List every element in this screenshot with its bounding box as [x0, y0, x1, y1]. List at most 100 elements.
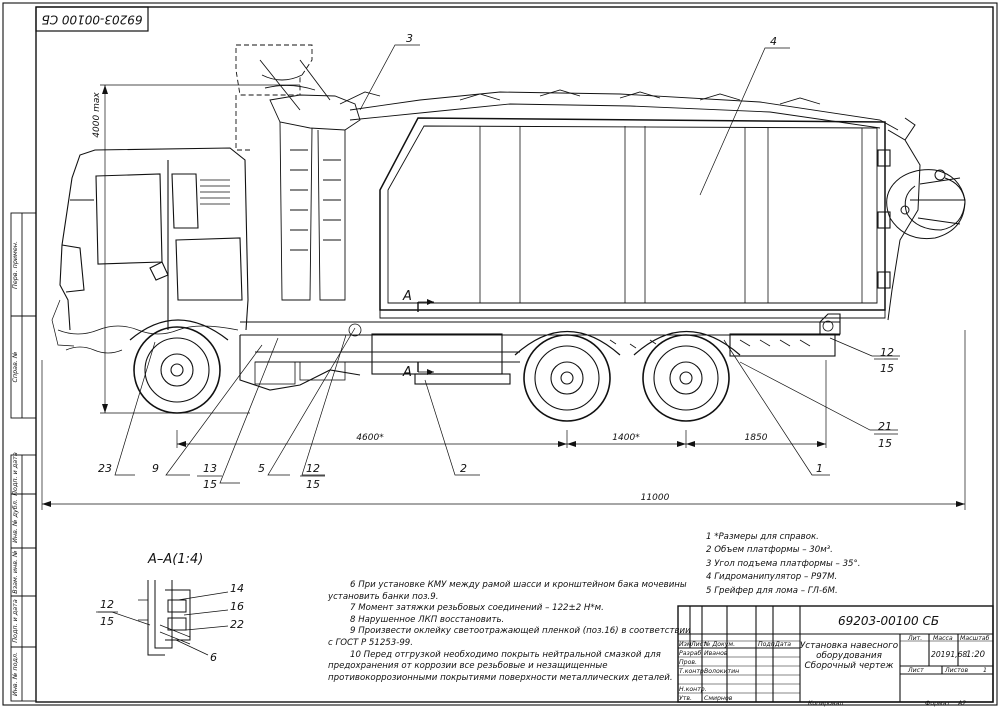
title-name-line3: Сборочный чертеж — [805, 661, 894, 671]
value-masshtab: 1:20 — [966, 650, 985, 660]
section-view-title: А–А(1:4) — [147, 552, 203, 567]
stamp-inv-podl: Инв. № подл. — [11, 652, 19, 696]
hdr-massa: Масса — [933, 635, 953, 642]
section-view-detail — [138, 580, 191, 656]
hdr-podp: Подп. — [758, 641, 777, 648]
under-frame-equipment — [254, 320, 834, 385]
role-utv: Утв. — [679, 695, 692, 702]
dim-height: 4000 max — [92, 92, 102, 138]
spec-list: 1 *Размеры для справок. 2 Объем платформ… — [706, 531, 861, 598]
note-line: противокоррозионными покрытиями поверхно… — [328, 672, 673, 683]
dim-overall-length: 11000 — [641, 493, 670, 503]
title-block-text: 69203-00100 СБ Установка навесного обору… — [679, 614, 990, 707]
callout-1: 1 — [816, 462, 823, 475]
callout-22: 22 — [230, 618, 244, 631]
callout-16: 16 — [230, 600, 244, 613]
note-line: установить банки поз.9. — [328, 591, 439, 602]
hdr-listov: Листов — [944, 667, 968, 674]
stamp-vzam-inv: Взам. инв. № — [11, 550, 19, 594]
hdr-izm: Изм — [679, 641, 692, 648]
section-marks: A A — [402, 289, 434, 380]
section-mark-bottom: A — [402, 365, 412, 380]
value-listov: 1 — [983, 667, 987, 674]
spec-item: 3 Угол подъема платформы – 35°. — [706, 558, 861, 569]
note-line: предохранения от коррозии все резьбовые … — [328, 661, 608, 672]
callout-12b: 12 — [306, 462, 320, 475]
top-number-box: 69203-00100 СБ — [35, 6, 149, 32]
callouts: 3 4 1 2 5 12 15 13 15 9 23 12 15 21 15 — [98, 32, 894, 491]
dim-rear-overhang: 1850 — [745, 433, 768, 443]
note-line: с ГОСТ Р 51253-99. — [328, 637, 414, 648]
grapple — [886, 117, 966, 321]
hdr-masshtab: Масштаб — [960, 634, 990, 642]
note-line: 7 Момент затяжки резьбовых соединений – … — [350, 603, 604, 614]
leader-lines — [114, 44, 900, 484]
hdr-list: Лист — [690, 641, 707, 648]
dim-wheelbase-front: 4600* — [356, 433, 384, 443]
callout-15a: 15 — [880, 362, 894, 375]
format-label: Формат — [925, 700, 950, 707]
side-stamp-labels: Перв. примен. Справ. № Подп. и дата Инв.… — [11, 241, 19, 696]
spec-item: 4 Гидроманипулятор – Р97М. — [706, 572, 838, 583]
stamp-podp-data-2: Подп. и дата — [11, 599, 19, 643]
name-utv: Смирнов — [704, 695, 733, 702]
role-prov: Пров. — [679, 659, 697, 666]
callout-2: 2 — [460, 462, 467, 475]
callout-12c: 12 — [100, 598, 114, 611]
title-name-line2: оборудования — [816, 651, 882, 661]
cab-details — [51, 179, 239, 354]
title-block-frame — [677, 605, 994, 703]
front-wheel — [129, 319, 229, 414]
section-callouts: 14 16 22 12 15 6 — [100, 582, 244, 664]
role-tkontr: Т.контр. — [679, 668, 706, 675]
title-name-line1: Установка навесного — [800, 641, 898, 651]
hdr-lit: Лит. — [907, 635, 922, 642]
callout-15b: 15 — [878, 437, 892, 450]
hdr-data: Дата — [774, 641, 791, 648]
hdr-list2: Лист — [907, 667, 924, 674]
note-line: 10 Перед отгрузкой необходимо покрыть не… — [350, 649, 661, 660]
section-leaders — [98, 591, 229, 656]
stamp-perv-primen: Перв. примен. — [11, 241, 19, 289]
callout-13: 13 — [203, 462, 217, 475]
callout-21: 21 — [878, 420, 892, 433]
rear-wheel-1 — [514, 330, 621, 422]
name-tkontr: Волокитин — [704, 668, 739, 675]
cab — [59, 147, 249, 331]
format-value: А2 — [957, 700, 966, 707]
side-stamp — [10, 212, 37, 702]
callout-12a: 12 — [880, 346, 894, 359]
callout-underlines — [197, 358, 898, 477]
section-view: А–А(1:4) 14 16 22 12 15 6 — [96, 552, 244, 664]
copied-label: Копировал — [808, 700, 843, 707]
callout-15d: 15 — [306, 478, 320, 491]
hdr-ndokum: № Докум. — [703, 641, 735, 648]
callout-15c: 15 — [203, 478, 217, 491]
name-razrab: Иванов — [704, 650, 728, 657]
stamp-inv-dubl: Инв. № дубл. — [11, 499, 19, 543]
callout-23: 23 — [98, 462, 112, 475]
role-razrab: Разраб. — [679, 649, 703, 657]
spec-item: 1 *Размеры для справок. — [706, 532, 819, 542]
callout-5: 5 — [258, 462, 265, 475]
dimension-arrows — [42, 85, 965, 507]
role-nkontr: Н.контр. — [679, 686, 707, 693]
section-mark-top: A — [402, 289, 412, 304]
rotated-drawing-number: 69203-00100 СБ — [41, 13, 142, 27]
callout-15e: 15 — [100, 615, 114, 628]
truck-drawing — [51, 44, 966, 422]
dimension-values: 4000 max 4600* 1400* 1850 11000 — [92, 92, 768, 503]
container-body — [379, 117, 891, 319]
callout-14: 14 — [230, 582, 244, 595]
rear-wheel-2 — [633, 330, 741, 422]
spec-item: 2 Объем платформы – 30м³. — [706, 545, 833, 556]
chassis-frame — [239, 313, 841, 391]
crane — [235, 44, 899, 301]
callout-6: 6 — [210, 651, 217, 664]
note-line: 8 Нарушенное ЛКП восстановить. — [350, 614, 505, 625]
dimension-lines — [41, 84, 966, 510]
notes-block: 6 При установке КМУ между рамой шасси и … — [328, 580, 691, 684]
stamp-podp-data-1: Подп. и дата — [11, 452, 19, 496]
